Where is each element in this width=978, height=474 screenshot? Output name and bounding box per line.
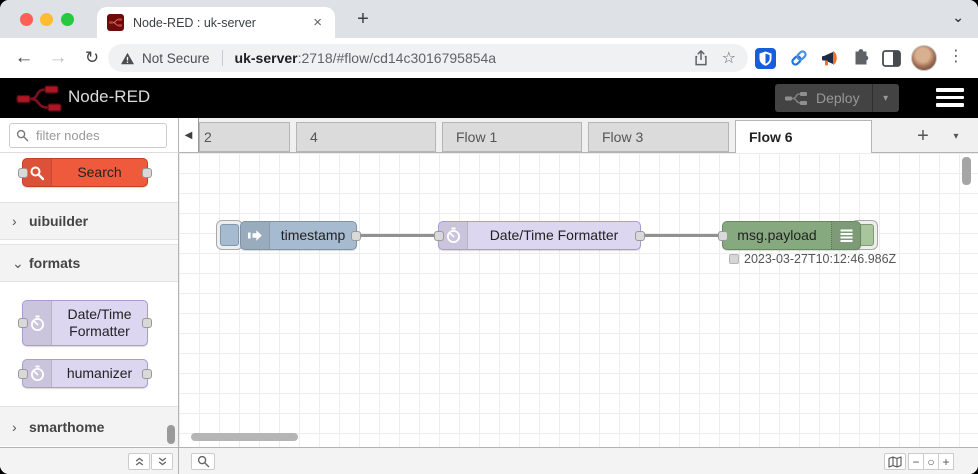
flow-tabbar: ◀ 2 4 Flow 1 Flow 3 Flow 6 + ▾ bbox=[179, 118, 978, 153]
expand-all-button[interactable] bbox=[151, 453, 173, 470]
side-panel-icon[interactable] bbox=[880, 47, 902, 69]
output-port[interactable] bbox=[635, 230, 645, 241]
node-port[interactable] bbox=[18, 167, 28, 178]
deploy-icon bbox=[775, 91, 808, 106]
url-host: uk-server bbox=[234, 50, 298, 66]
profile-avatar[interactable] bbox=[911, 45, 937, 71]
node-red-favicon bbox=[107, 14, 124, 31]
palette-footer bbox=[0, 447, 179, 474]
node-port[interactable] bbox=[142, 368, 152, 379]
output-port[interactable] bbox=[351, 230, 361, 241]
node-port[interactable] bbox=[18, 368, 28, 379]
input-port[interactable] bbox=[718, 230, 728, 241]
zoom-reset-button[interactable]: ○ bbox=[923, 453, 939, 470]
back-button[interactable]: ← bbox=[14, 47, 34, 68]
formatter-node[interactable]: Date/Time Formatter bbox=[434, 221, 645, 250]
not-secure-warning-icon bbox=[121, 52, 134, 64]
close-window-button[interactable] bbox=[20, 13, 33, 26]
browser-tabstrip: Node-RED : uk-server × + ⌄ bbox=[0, 0, 978, 38]
tab-scroll-left-button[interactable]: ◀ bbox=[179, 118, 199, 152]
address-bar[interactable]: Not Secure uk-server:2718/#flow/cd14c301… bbox=[108, 44, 748, 72]
zoom-out-button[interactable]: − bbox=[908, 453, 924, 470]
tab-close-icon[interactable]: × bbox=[313, 14, 322, 31]
map-icon bbox=[888, 455, 902, 468]
zoom-in-button[interactable]: + bbox=[938, 453, 954, 470]
tabstrip-overflow-icon[interactable]: ⌄ bbox=[952, 9, 964, 25]
node-red-logo bbox=[16, 85, 62, 117]
megaphone-extension-icon[interactable] bbox=[820, 47, 842, 69]
node-port[interactable] bbox=[142, 318, 152, 328]
minimize-window-button[interactable] bbox=[40, 13, 53, 26]
chevron-down-icon: ⌄ bbox=[12, 254, 24, 271]
url-path: :2718/#flow/cd14c3016795854a bbox=[297, 50, 497, 66]
tab-flow-4[interactable]: 4 bbox=[296, 122, 436, 152]
palette-category-smarthome[interactable]: › smarthome bbox=[0, 406, 178, 446]
node-status: 2023-03-27T10:12:46.986Z bbox=[729, 252, 896, 266]
node-red-header: Node-RED Deploy ▾ bbox=[0, 78, 978, 118]
deploy-button[interactable]: Deploy ▾ bbox=[775, 84, 899, 112]
tab-flow-3[interactable]: Flow 3 bbox=[588, 122, 729, 152]
chevron-right-icon: › bbox=[12, 418, 17, 435]
app-title: Node-RED bbox=[68, 87, 151, 106]
palette-category-formats[interactable]: ⌄ formats bbox=[0, 244, 178, 282]
navigator-button[interactable] bbox=[884, 453, 906, 470]
browser-tab[interactable]: Node-RED : uk-server × bbox=[97, 7, 335, 38]
add-flow-button[interactable]: + bbox=[917, 124, 929, 147]
input-port[interactable] bbox=[434, 230, 444, 241]
forward-button[interactable]: → bbox=[48, 47, 68, 68]
flow-canvas[interactable]: timestamp Date/Time Formatter msg.payloa… bbox=[179, 153, 978, 447]
palette-filter-row bbox=[0, 118, 179, 153]
tab-flow-1[interactable]: Flow 1 bbox=[442, 122, 582, 152]
deploy-options-caret[interactable]: ▾ bbox=[871, 84, 899, 112]
browser-menu-icon[interactable]: ⋮ bbox=[948, 48, 964, 65]
browser-toolbar: ← → ↻ Not Secure uk-server:2718/#flow/cd… bbox=[0, 38, 978, 78]
tab-flow-2[interactable]: 2 bbox=[199, 122, 290, 152]
security-label[interactable]: Not Secure bbox=[142, 50, 210, 66]
palette-category-uibuilder[interactable]: › uibuilder bbox=[0, 202, 178, 240]
canvas-vertical-scrollbar[interactable] bbox=[962, 157, 971, 185]
inject-trigger-button[interactable] bbox=[216, 220, 243, 250]
inject-node-timestamp[interactable]: timestamp bbox=[240, 221, 361, 250]
bookmark-star-icon[interactable]: ☆ bbox=[721, 50, 736, 67]
workspace-footer: − ○ + bbox=[179, 447, 978, 474]
bitwarden-extension-icon[interactable] bbox=[754, 47, 776, 69]
search-flows-button[interactable] bbox=[191, 453, 215, 470]
tab-flow-6[interactable]: Flow 6 bbox=[735, 120, 872, 153]
status-text: 2023-03-27T10:12:46.986Z bbox=[744, 252, 897, 266]
node-port[interactable] bbox=[142, 167, 152, 178]
reload-button[interactable]: ↻ bbox=[84, 48, 100, 67]
share-icon[interactable] bbox=[694, 50, 708, 66]
new-tab-button[interactable]: + bbox=[357, 7, 369, 30]
debug-node-msg-payload[interactable]: msg.payload bbox=[718, 221, 861, 250]
status-shape bbox=[729, 254, 739, 264]
palette-node-humanizer[interactable]: humanizer bbox=[18, 359, 152, 388]
node-port[interactable] bbox=[18, 318, 28, 328]
extensions-puzzle-icon[interactable] bbox=[850, 47, 872, 69]
zoom-window-button[interactable] bbox=[61, 13, 74, 26]
collapse-all-button[interactable] bbox=[128, 453, 150, 470]
link-extension-icon[interactable] bbox=[788, 47, 810, 69]
wire-inject-to-formatter[interactable] bbox=[351, 234, 443, 237]
inject-arrow-icon bbox=[241, 222, 270, 249]
wire-formatter-to-debug[interactable] bbox=[635, 234, 727, 237]
main-menu-icon[interactable] bbox=[936, 88, 964, 111]
chevron-right-icon: › bbox=[12, 213, 17, 229]
palette-node-search[interactable]: Search bbox=[18, 158, 152, 187]
browser-tab-title: Node-RED : uk-server bbox=[133, 15, 256, 30]
filter-nodes-input[interactable] bbox=[34, 125, 162, 146]
omnibox-divider bbox=[221, 50, 223, 66]
flow-list-dropdown[interactable]: ▾ bbox=[953, 130, 959, 142]
search-icon bbox=[16, 129, 29, 142]
palette-scrollbar[interactable] bbox=[167, 425, 175, 444]
canvas-horizontal-scrollbar[interactable] bbox=[191, 433, 298, 441]
deploy-label: Deploy bbox=[816, 90, 860, 106]
filter-nodes-box[interactable] bbox=[9, 123, 167, 148]
search-icon bbox=[197, 455, 209, 468]
debug-list-icon bbox=[831, 222, 860, 249]
